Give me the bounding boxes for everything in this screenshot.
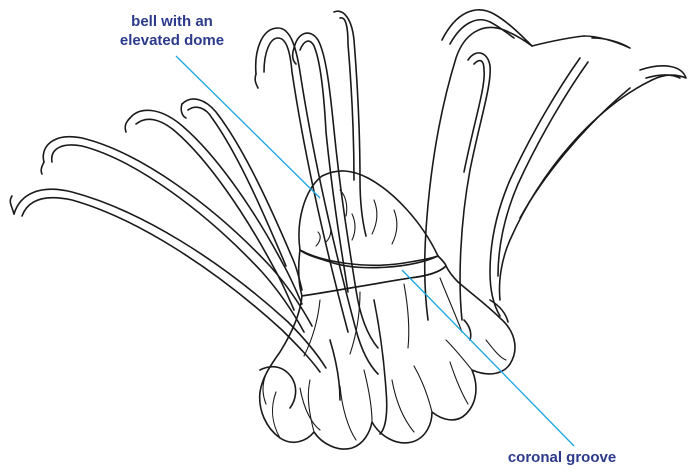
label-bell-elevated-dome: bell with an elevated dome: [112, 12, 232, 50]
label-coronal-groove: coronal groove: [498, 448, 626, 467]
label-dome-line1: bell with an: [112, 12, 232, 31]
label-dome-line2: elevated dome: [112, 31, 232, 50]
leader-line-dome: [176, 56, 320, 198]
